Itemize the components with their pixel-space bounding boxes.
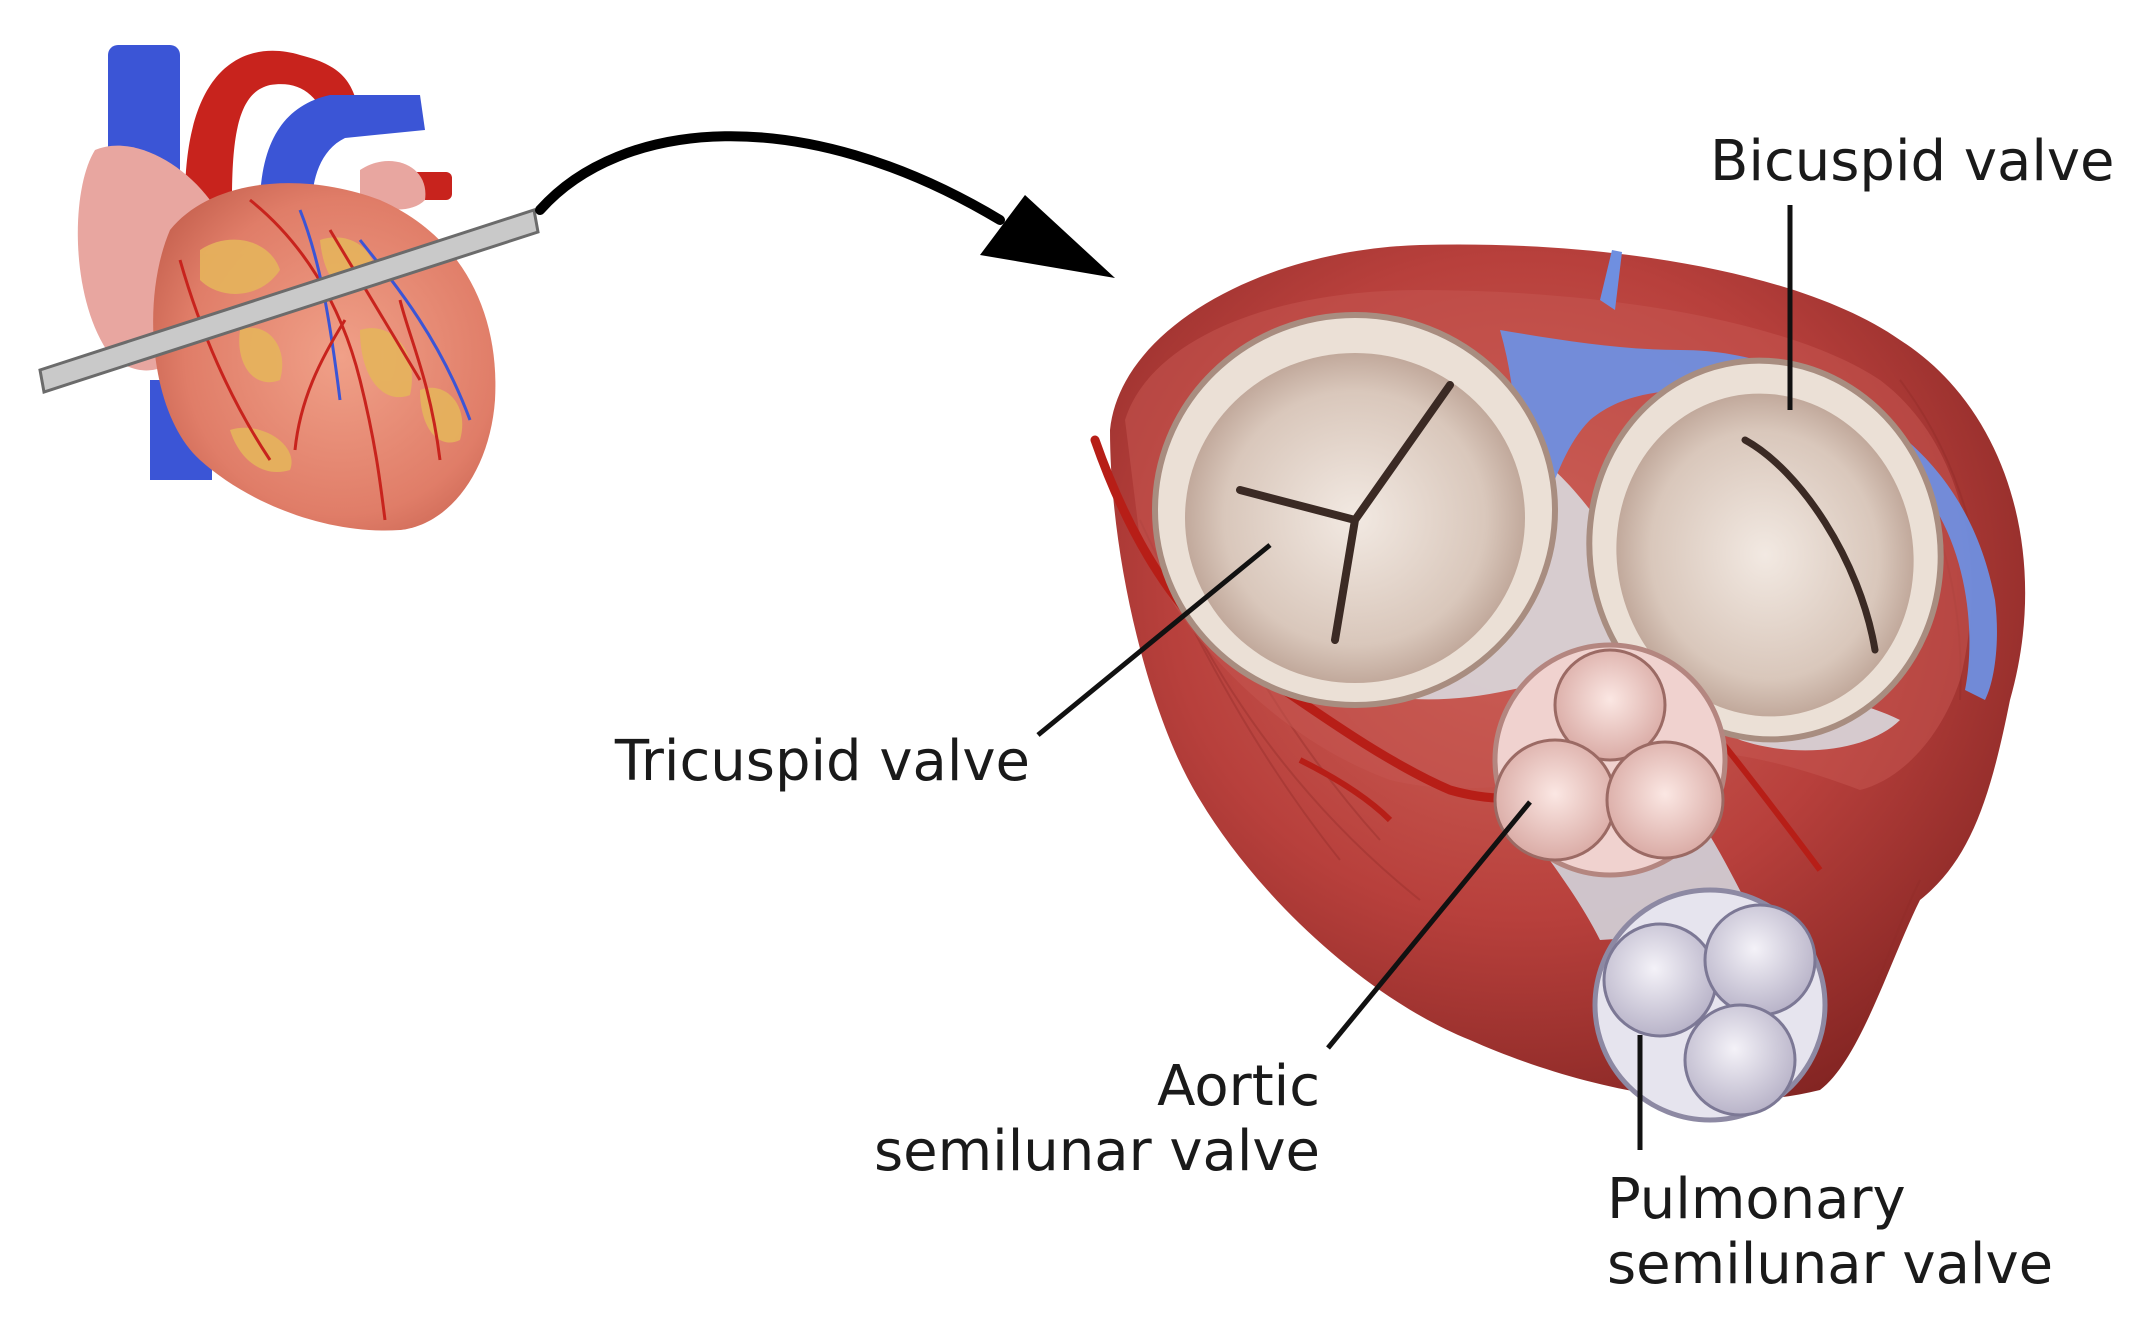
- aortic-semilunar-valve: [1495, 645, 1725, 875]
- pulmonary-label-line2: semilunar valve: [1607, 1232, 2053, 1297]
- tricuspid-valve: [1155, 315, 1555, 705]
- heart-cross-section: [1095, 244, 2025, 1120]
- pulmonary-semilunar-valve: [1595, 890, 1825, 1120]
- aortic-label-line1: Aortic: [1157, 1054, 1320, 1119]
- bicuspid-valve-label: Bicuspid valve: [1710, 129, 2115, 194]
- heart-illustration: [78, 45, 496, 531]
- aortic-label-line2: semilunar valve: [874, 1119, 1320, 1184]
- pulmonary-label-line1: Pulmonary: [1607, 1167, 1906, 1232]
- tricuspid-valve-label: Tricuspid valve: [614, 729, 1030, 794]
- curved-arrow: [540, 136, 1115, 278]
